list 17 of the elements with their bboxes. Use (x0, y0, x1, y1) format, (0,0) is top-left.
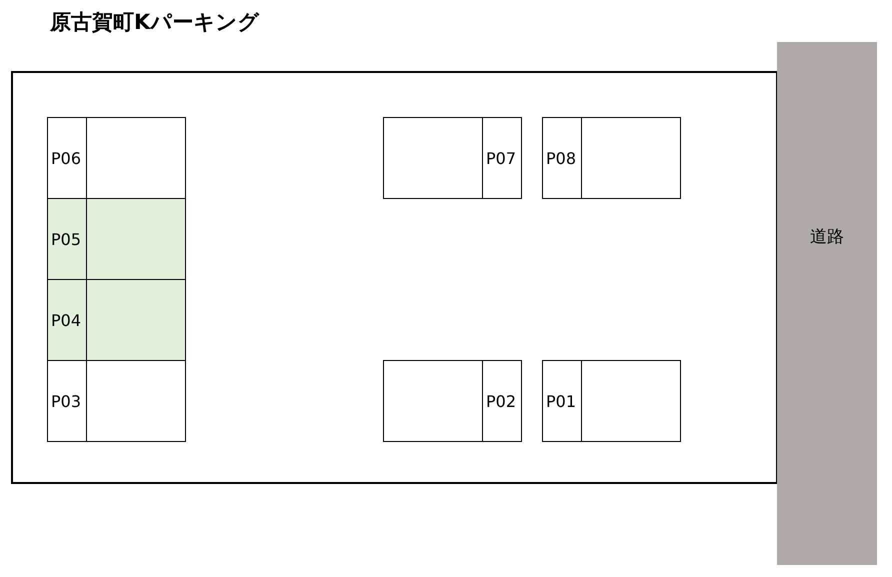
space-number: P07 (482, 118, 521, 198)
space-number: P02 (482, 361, 521, 441)
parking-space (542, 117, 681, 199)
space-number: P01 (543, 361, 582, 441)
space-number: P03 (48, 361, 87, 441)
parking-space (383, 360, 522, 442)
parking-space (47, 198, 186, 280)
parking-space (47, 279, 186, 361)
parking-space (542, 360, 681, 442)
diagram-title: 原古賀町Kパーキング (50, 9, 260, 36)
parking-space (47, 360, 186, 442)
space-number: P08 (543, 118, 582, 198)
parking-space (383, 117, 522, 199)
parking-lot-outline (11, 71, 778, 484)
road-area (777, 42, 877, 565)
road-label: 道路 (809, 226, 845, 248)
parking-space (47, 117, 186, 199)
